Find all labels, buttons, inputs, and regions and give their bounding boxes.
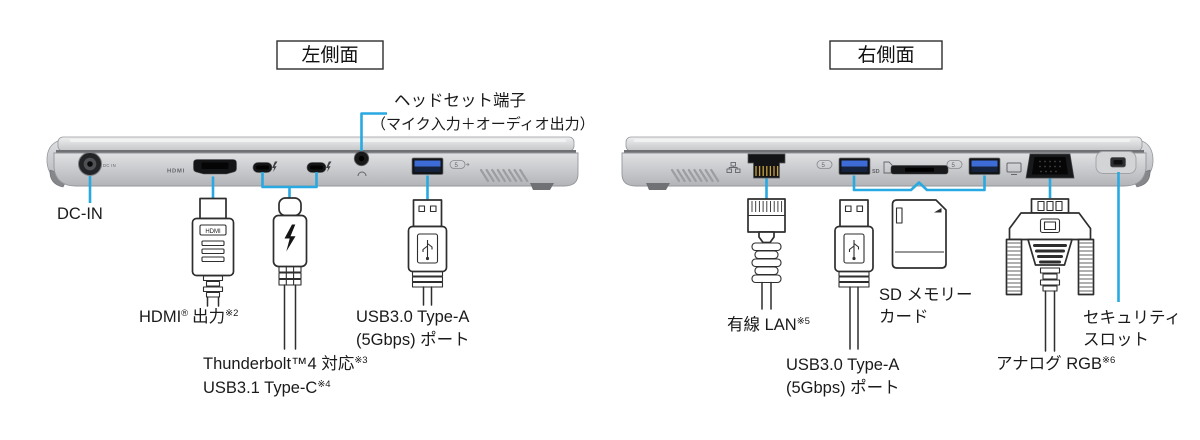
left-usb-a-label-line2: (5Gbps) ポート	[356, 330, 470, 349]
right-header-box	[829, 40, 943, 70]
dc-in-jack: DC IN	[78, 152, 116, 176]
right-usb-a-plug-drawing	[834, 199, 874, 350]
usb-c-plug-drawing	[272, 197, 308, 350]
thunderbolt-icon	[272, 161, 278, 172]
lan-icon	[726, 162, 741, 173]
hdmi-label: HDMI®出力※2	[139, 307, 238, 326]
sd-label-line1: SD メモリー	[879, 286, 973, 304]
external-display-icon	[1006, 162, 1022, 175]
headset-icon	[357, 171, 367, 177]
usb-5gbps-marking: 5	[449, 160, 470, 169]
sd-card-drawing	[891, 199, 947, 269]
analog-rgb-label: アナログ RGB※6	[996, 354, 1115, 373]
usb-c-bolt-icon	[284, 224, 296, 252]
headset-label-line2: （マイク入力＋オーディオ出力）	[371, 115, 595, 133]
vga-grip-ridges	[1033, 244, 1067, 264]
usb-trident-dot	[852, 256, 856, 261]
hdmi-plug-label: HDMI	[205, 229, 221, 235]
vga-plug-drawing	[1005, 198, 1095, 352]
svg-text:5: 5	[455, 163, 459, 169]
dc-in-label: DC-IN	[57, 205, 103, 223]
headset-jack	[353, 150, 370, 177]
left-header-title: 左側面	[301, 44, 358, 66]
sd-card-arrow	[934, 208, 942, 213]
thunderbolt-port-2	[306, 161, 332, 173]
right-laptop-vent-grille	[670, 168, 720, 183]
lan-label: 有線 LAN※5	[727, 315, 810, 334]
headset-label-line1: ヘッドセット端子	[394, 91, 526, 110]
left-section-header: 左側面	[276, 40, 384, 70]
lan-port	[747, 153, 786, 179]
usb-5gbps-marking: 5	[816, 160, 833, 169]
hdmi-port-slot	[201, 162, 229, 169]
thunderbolt-callout-bracket	[261, 172, 318, 198]
security-slot	[1095, 151, 1137, 174]
svg-text:5: 5	[822, 163, 826, 169]
left-laptop-front-foot	[530, 183, 554, 190]
left-header-box	[276, 40, 384, 70]
right-laptop-illustration: 5 SD 5	[621, 136, 1154, 190]
right-usb-a-port-1	[838, 157, 871, 175]
dc-in-print: DC IN	[103, 163, 116, 168]
usb-5gbps-marking: 5	[946, 160, 963, 169]
left-laptop-vent-grille	[479, 168, 529, 183]
usb-trident-dot	[425, 256, 430, 261]
security-label-line1: セキュリティ	[1083, 309, 1181, 327]
usb-c-label: USB3.1 Type-C※4	[203, 379, 331, 397]
right-section-header: 右側面	[829, 40, 943, 70]
hdmi-plug-drawing: HDMI	[191, 197, 235, 307]
right-usb-a-label-line1: USB3.0 Type-A	[786, 356, 899, 374]
left-laptop-lid-highlight	[70, 139, 566, 142]
vga-screw-hatch	[1007, 242, 1093, 292]
right-laptop-lid-highlight	[634, 139, 1130, 142]
left-usb-a-label-line1: USB3.0 Type-A	[356, 308, 469, 326]
left-usb-a-port	[411, 157, 444, 175]
left-usb-a-plug-drawing	[407, 199, 448, 306]
right-laptop-seam	[624, 150, 1144, 153]
vga-port	[1025, 153, 1075, 179]
sd-label-line2: カード	[879, 308, 929, 326]
left-laptop-illustration: DC IN HDMI 5	[46, 136, 579, 190]
svg-text:5: 5	[952, 163, 956, 169]
thunderbolt-icon	[326, 161, 332, 172]
svg-text:SD: SD	[872, 169, 880, 175]
right-header-title: 右側面	[857, 44, 914, 66]
hdmi-print: HDMI	[167, 169, 185, 175]
usb-sd-callout-bracket	[852, 175, 986, 192]
left-laptop-seam	[56, 150, 576, 153]
headset-callout-line	[360, 112, 387, 151]
thunderbolt-port-1	[252, 161, 278, 173]
right-laptop-front-foot	[646, 183, 670, 190]
right-usb-a-label-line2: (5Gbps) ポート	[786, 378, 900, 397]
security-label-line2: スロット	[1083, 331, 1149, 349]
lan-plug-drawing	[747, 198, 786, 310]
right-usb-a-port-2	[968, 157, 1001, 175]
sd-card-slot	[890, 165, 949, 175]
thunderbolt-label: Thunderbolt™4 対応※3	[203, 354, 368, 373]
